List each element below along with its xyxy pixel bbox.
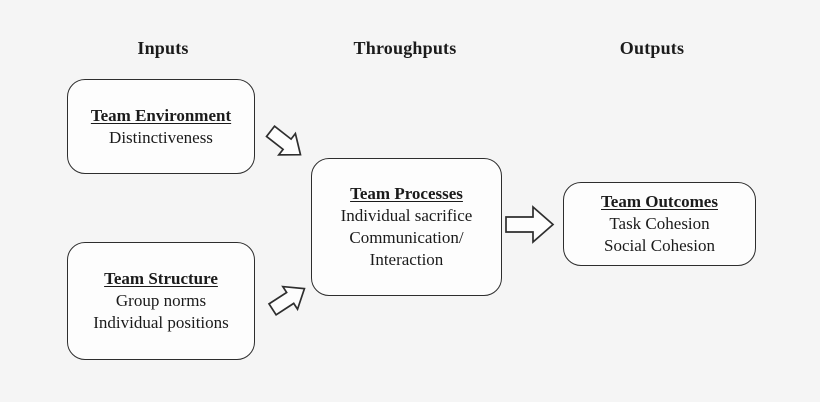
box-team-structure: Team Structure Group norms Individual po… — [67, 242, 255, 360]
column-header-throughputs: Throughputs — [353, 38, 457, 58]
arrow-environment-to-processes — [265, 124, 302, 156]
box-team-outcomes-item: Social Cohesion — [604, 236, 715, 255]
box-team-structure-item: Individual positions — [93, 313, 229, 332]
box-team-processes-item: Individual sacrifice — [340, 206, 473, 225]
column-header-inputs: Inputs — [137, 38, 189, 58]
box-team-outcomes: Team Outcomes Task Cohesion Social Cohes… — [563, 182, 756, 266]
box-team-outcomes-title: Team Outcomes — [601, 192, 718, 211]
box-team-environment-item: Distinctiveness — [109, 127, 213, 147]
box-team-processes-item: Interaction — [369, 250, 444, 269]
column-header-outputs: Outputs — [619, 38, 685, 58]
box-team-processes: Team Processes Individual sacrifice Comm… — [311, 158, 502, 296]
arrow-processes-to-outcomes — [505, 205, 555, 244]
box-team-processes-title: Team Processes — [350, 184, 463, 203]
box-team-processes-item: Communication/ — [349, 228, 464, 247]
arrow-structure-to-processes — [267, 285, 306, 316]
box-team-environment: Team Environment Distinctiveness — [67, 79, 255, 174]
box-team-structure-item: Group norms — [115, 291, 207, 310]
box-team-environment-title: Team Environment — [90, 105, 232, 125]
box-team-outcomes-item: Task Cohesion — [609, 214, 710, 233]
box-team-structure-title: Team Structure — [104, 269, 218, 288]
